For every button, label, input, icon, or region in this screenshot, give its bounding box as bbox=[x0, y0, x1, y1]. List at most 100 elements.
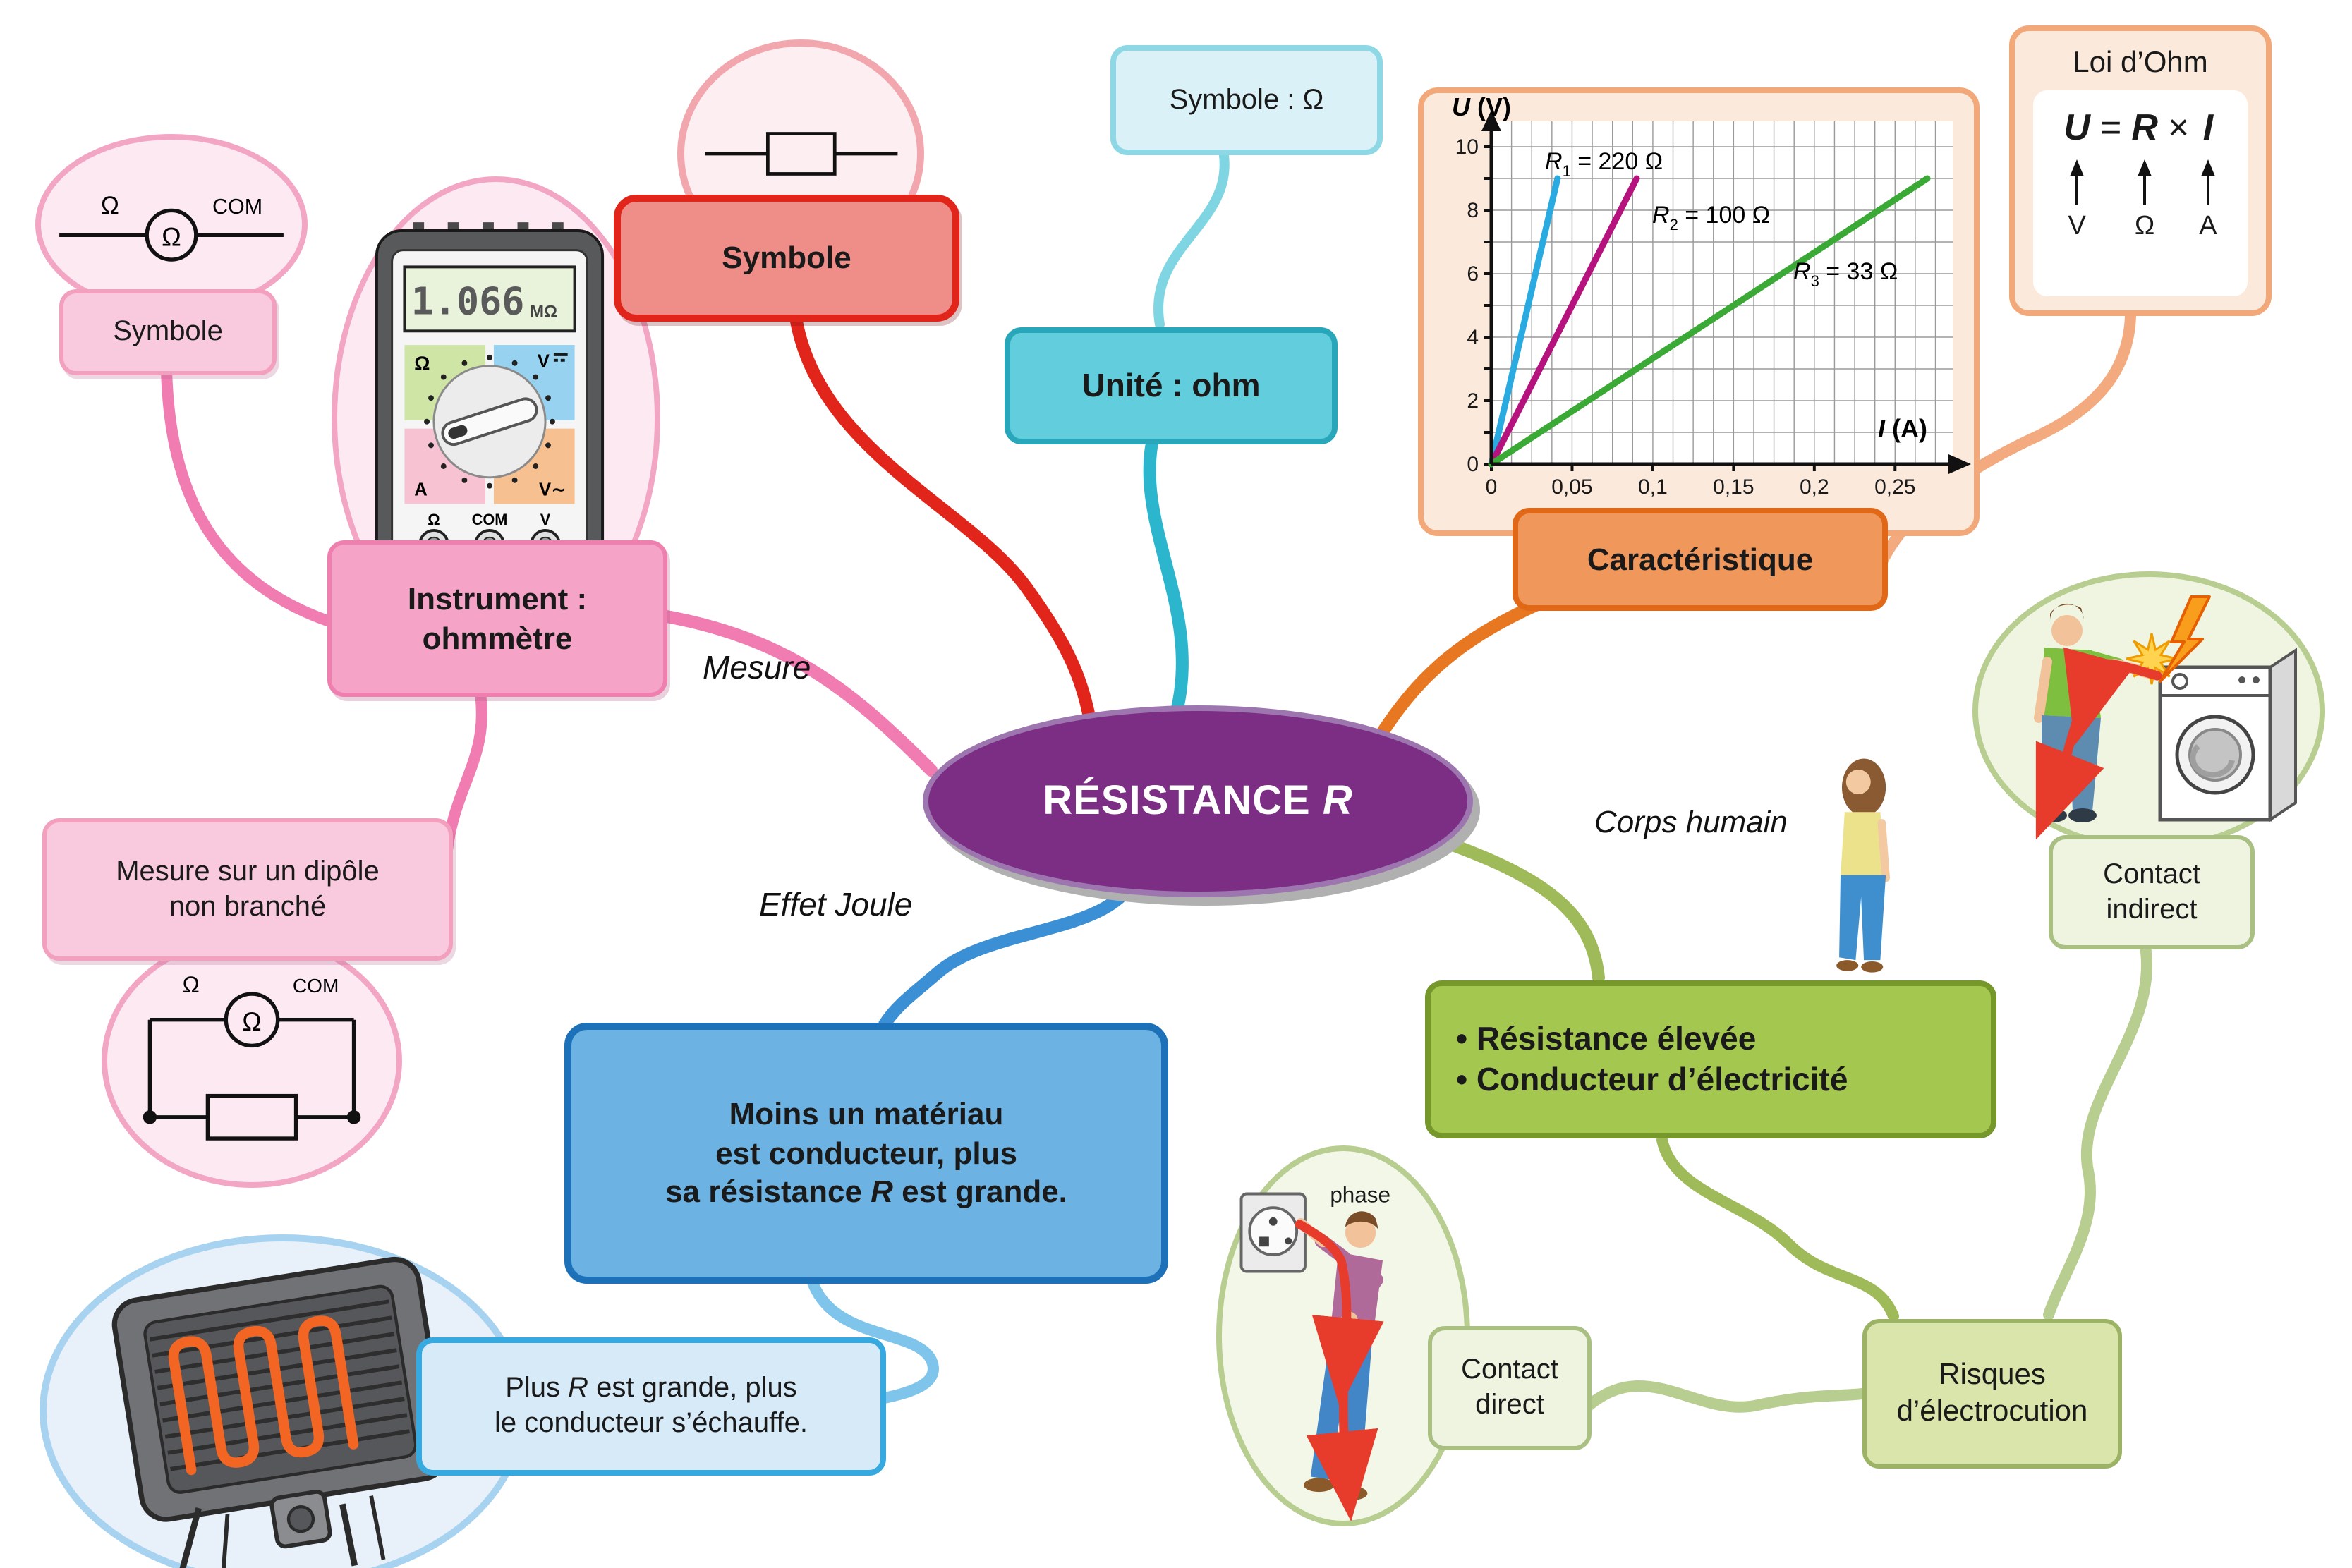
connector-cyan-unite bbox=[1143, 427, 1189, 717]
blue-box-line3-r: R bbox=[871, 1174, 893, 1210]
woman-jeans bbox=[1839, 875, 1886, 961]
contact-direct-line1: Contact bbox=[1461, 1354, 1558, 1385]
unit-ohm: Ω bbox=[2134, 211, 2155, 241]
washing-machine bbox=[2158, 648, 2297, 822]
branch-label-mesure: Mesure bbox=[703, 649, 811, 686]
heating-element-illustration bbox=[111, 1256, 449, 1568]
dipole-circuit-center: Ω bbox=[242, 1007, 261, 1036]
dial-vdc-label: V bbox=[538, 352, 550, 372]
ohmmeter-center-label: Ω bbox=[162, 222, 181, 251]
multimeter-display-value: 1.066 bbox=[411, 279, 525, 324]
unite-ohm-label: Unité : ohm bbox=[1081, 367, 1261, 404]
green-box-bullet2: • Conducteur d’électricité bbox=[1456, 1061, 1848, 1098]
green-box-bullet1: • Résistance élevée bbox=[1456, 1020, 1757, 1057]
dipole-resistor-icon bbox=[205, 1093, 298, 1141]
node-effet-joule-rule: Moins un matériau est conducteur, plus s… bbox=[564, 1023, 1168, 1284]
svg-text:10: 10 bbox=[1455, 135, 1479, 159]
connector-cyanlight-symboleomega bbox=[1153, 139, 1230, 329]
current-path-arrow bbox=[2063, 647, 2135, 746]
woman-arm bbox=[1877, 819, 1890, 882]
node-risques-electrocution: Risques d’électrocution bbox=[1862, 1319, 2122, 1469]
svg-text:0: 0 bbox=[1486, 475, 1498, 499]
jack-ohm-label: Ω bbox=[428, 511, 440, 528]
blue-box-line1: Moins un matériau bbox=[729, 1096, 1004, 1132]
ohmmeter-left-label: Ω bbox=[101, 192, 119, 219]
svg-text:4: 4 bbox=[1467, 326, 1479, 349]
current-path-arrow bbox=[1295, 1220, 1384, 1408]
node-symbole-omega: Symbole : Ω bbox=[1110, 45, 1383, 155]
node-caracteristique: Caractéristique bbox=[1513, 508, 1888, 611]
central-title-r: R bbox=[1322, 778, 1353, 823]
dipole-circuit-drawing: Ω Ω COM bbox=[143, 972, 361, 1141]
svg-text:2: 2 bbox=[1467, 389, 1479, 413]
dipole-ohmmeter-circle-icon bbox=[224, 992, 280, 1048]
woman-face bbox=[1845, 770, 1871, 795]
woman-shoe bbox=[1836, 960, 1859, 971]
formula-times: × bbox=[2167, 106, 2190, 149]
symbole-resistor-label: Symbole bbox=[722, 240, 851, 276]
contact-indirect-ellipse bbox=[1972, 571, 2325, 851]
symbole-omega-label: Symbole : Ω bbox=[1169, 84, 1324, 115]
contact-indirect-line2: indirect bbox=[2106, 894, 2198, 925]
jack-com-label: COM bbox=[472, 511, 508, 528]
chart-series1-label: R1 = 220 Ω bbox=[1545, 148, 1663, 180]
svg-text:0,2: 0,2 bbox=[1800, 475, 1829, 499]
node-conducteur-echauffe: Plus R est grande, plus le conducteur s’… bbox=[416, 1337, 886, 1476]
light-blue-line1-r: R bbox=[568, 1373, 589, 1404]
formula-r: R bbox=[2131, 106, 2158, 149]
loi-ohm-formula-panel: U V = R Ω × I A bbox=[2033, 90, 2248, 296]
svg-text:0: 0 bbox=[1467, 453, 1479, 476]
multimeter-lcd: 1.066 MΩ bbox=[403, 265, 576, 333]
dipole-circuit-right: COM bbox=[293, 975, 339, 997]
central-node-resistance: RÉSISTANCE R bbox=[923, 705, 1473, 897]
multimeter-dial-knob bbox=[424, 354, 555, 489]
risques-line2: d’électrocution bbox=[1896, 1395, 2088, 1428]
woman-shoe bbox=[1861, 961, 1884, 973]
node-contact-direct: Contact direct bbox=[1428, 1326, 1592, 1450]
y-axis-arrow-icon bbox=[1481, 110, 1501, 131]
connector-blue-effetjoule bbox=[878, 877, 1138, 1031]
svg-text:0,25: 0,25 bbox=[1874, 475, 1915, 499]
light-blue-line1: Plus R est grande, plus bbox=[505, 1373, 797, 1404]
connector-bluelight-echauffe bbox=[803, 1261, 939, 1405]
dial-amp-label: A bbox=[414, 480, 428, 500]
ohmmeter-right-label: COM bbox=[212, 195, 262, 219]
node-unite-ohm: Unité : ohm bbox=[1005, 327, 1338, 444]
mesure-dipole-line2: non branché bbox=[169, 891, 327, 922]
node-loi-ohm: Loi d’Ohm U V = R Ω × I bbox=[2009, 25, 2272, 316]
dipole-circuit-left: Ω bbox=[183, 972, 200, 997]
ohmmeter-circle-icon bbox=[145, 208, 198, 262]
formula-i: I bbox=[2202, 106, 2214, 149]
node-instrument-ohmmetre: Instrument : ohmmètre bbox=[327, 540, 667, 697]
connector-olive-corpshumain bbox=[1419, 829, 1605, 984]
chart-series bbox=[1488, 175, 1931, 468]
blue-box-line2: est conducteur, plus bbox=[715, 1135, 1017, 1171]
node-symbole-instrument: Symbole bbox=[59, 289, 277, 375]
phase-label: phase bbox=[1330, 1182, 1390, 1207]
risques-line1: Risques bbox=[1939, 1358, 2046, 1391]
connector-paleolive-contactdirect-risques bbox=[1577, 1380, 1868, 1416]
chart-xlabel: I (A) bbox=[1878, 414, 1927, 443]
multimeter-display-unit: MΩ bbox=[530, 303, 557, 322]
chart-axes bbox=[1481, 110, 1971, 474]
node-mesure-dipole: Mesure sur un dipôle non branché bbox=[42, 818, 453, 961]
dial-vac-label: V∼ bbox=[539, 480, 566, 500]
svg-text:0,05: 0,05 bbox=[1551, 475, 1592, 499]
blue-box-line3: sa résistance R est grande. bbox=[665, 1174, 1067, 1210]
formula-u: U bbox=[2063, 106, 2090, 149]
up-arrow-icon bbox=[2070, 159, 2085, 205]
svg-text:6: 6 bbox=[1467, 262, 1479, 286]
up-arrow-icon bbox=[2138, 159, 2152, 205]
lightning-bolt-icon bbox=[2159, 595, 2211, 683]
chart-grid bbox=[1491, 121, 1953, 465]
ohmmeter-symbol-ellipse: Ω Ω COM bbox=[35, 134, 308, 315]
node-contact-indirect: Contact indirect bbox=[2049, 835, 2255, 949]
contact-direct-line2: direct bbox=[1475, 1390, 1544, 1421]
contact-direct-ellipse: phase bbox=[1216, 1145, 1470, 1526]
node-symbole-instrument-label: Symbole bbox=[113, 316, 223, 347]
x-axis-arrow-icon bbox=[1948, 454, 1971, 474]
unit-v: V bbox=[2068, 211, 2086, 241]
